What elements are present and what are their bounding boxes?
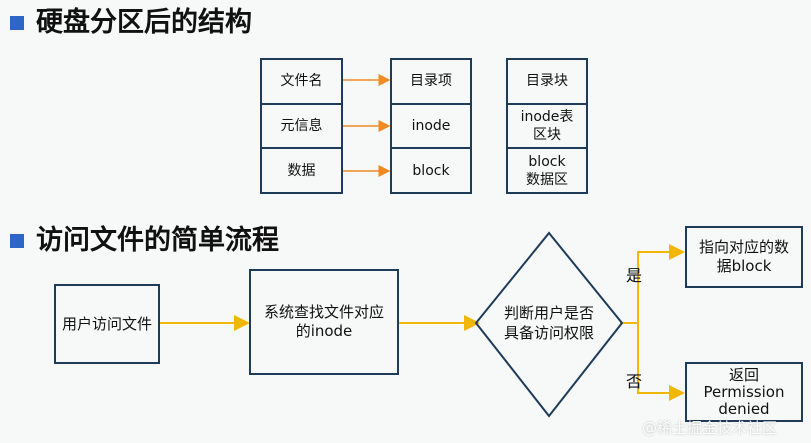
- file-name-cell: 文件名: [280, 73, 323, 90]
- step-find-inode-label: 系统查找文件对应 的inode: [263, 303, 384, 340]
- section-title-flow: 访问文件的简单流程: [36, 225, 279, 256]
- yes-label: 是: [626, 266, 643, 285]
- directory-block-table: 目录块 inode表 区块 block 数据区: [506, 58, 588, 194]
- step-find-inode: 系统查找文件对应 的inode: [249, 269, 399, 375]
- result-permission-denied-label: 返回 Permission denied: [703, 365, 785, 418]
- data-cell: 数据: [262, 147, 341, 192]
- result-point-to-block: 指向对应的数 据block: [685, 226, 803, 288]
- directory-block-cell: 目录块: [526, 73, 568, 90]
- inode-table-cell: inode表 区块: [508, 102, 586, 148]
- metadata-cell: 元信息: [262, 102, 341, 148]
- arrow-decision-yes: [620, 244, 685, 324]
- step-user-access-file-label: 用户访问文件: [61, 314, 152, 333]
- watermark-text: @稀土掘金技术社区: [642, 419, 778, 437]
- result-permission-denied: 返回 Permission denied: [685, 362, 803, 422]
- directory-entry-cell: 目录项: [410, 73, 452, 90]
- result-point-to-block-label: 指向对应的数 据block: [698, 238, 789, 275]
- no-label: 否: [626, 372, 643, 391]
- step-user-access-file: 用户访问文件: [54, 284, 160, 364]
- file-table: 文件名 元信息 数据: [260, 58, 343, 194]
- section-title-structure: 硬盘分区后的结构: [36, 7, 252, 38]
- decision-diamond: [474, 231, 624, 418]
- decision-label: 判断用户是否 具备访问权限: [503, 304, 594, 342]
- block-data-cell: block 数据区: [508, 147, 586, 192]
- directory-entry-table: 目录项 inode block: [390, 58, 472, 194]
- section-bullet: [10, 234, 24, 248]
- inode-cell: inode: [392, 102, 470, 148]
- section-bullet: [10, 16, 24, 30]
- block-cell: block: [392, 147, 470, 192]
- arrow-decision-no: [637, 323, 685, 401]
